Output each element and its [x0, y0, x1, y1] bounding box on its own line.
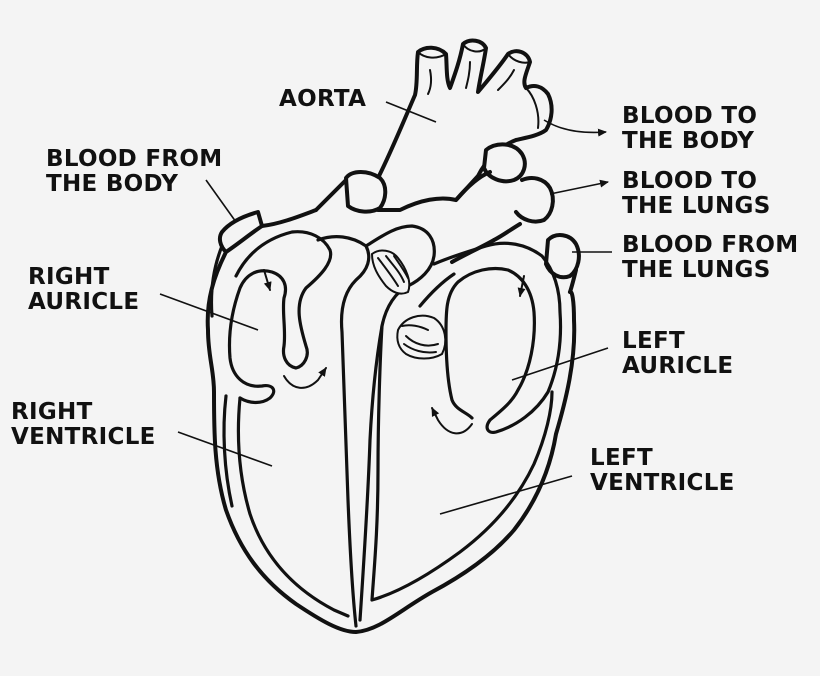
- label-right-auricle-line1: RIGHT: [28, 264, 110, 290]
- leader-right-auricle: [159, 293, 259, 331]
- label-aorta: AORTA: [279, 87, 366, 112]
- label-aorta-text: AORTA: [279, 86, 367, 112]
- label-left-ventricle-line2: VENTRICLE: [590, 470, 735, 496]
- label-blood-from-body-line2: THE BODY: [46, 171, 179, 197]
- heart-outer-wall: [205, 250, 577, 634]
- label-blood-from-body: BLOOD FROM THE BODY: [46, 147, 222, 197]
- label-left-auricle-line2: AURICLE: [622, 353, 734, 379]
- pulmonary-artery-vessel: [454, 142, 555, 242]
- leader-left-ventricle: [439, 475, 573, 515]
- label-blood-from-lungs-line1: BLOOD FROM: [622, 232, 799, 258]
- arrow-blood-to-body: [543, 119, 607, 137]
- label-blood-to-lungs-line2: THE LUNGS: [622, 193, 771, 219]
- label-blood-to-body-line1: BLOOD TO: [622, 103, 758, 129]
- left-ventricle-chamber: [370, 324, 554, 602]
- aorta-vessel: [376, 38, 554, 212]
- leader-right-ventricle: [177, 431, 273, 467]
- label-left-ventricle: LEFT VENTRICLE: [590, 446, 735, 496]
- septum-wall: [316, 235, 371, 628]
- label-left-auricle-line1: LEFT: [622, 328, 685, 354]
- leader-aorta: [385, 101, 437, 123]
- label-left-ventricle-line1: LEFT: [590, 445, 653, 471]
- label-right-ventricle-line2: VENTRICLE: [11, 424, 156, 450]
- arrow-blood-to-lungs: [549, 179, 609, 195]
- left-auricle-chamber: [432, 241, 563, 434]
- label-blood-from-lungs: BLOOD FROM THE LUNGS: [622, 233, 798, 283]
- label-blood-from-body-line1: BLOOD FROM: [46, 146, 223, 172]
- label-blood-to-lungs: BLOOD TO THE LUNGS: [622, 169, 771, 219]
- right-auricle-chamber: [227, 230, 333, 405]
- label-right-ventricle: RIGHT VENTRICLE: [11, 400, 156, 450]
- label-blood-to-body-line2: THE BODY: [622, 128, 755, 154]
- label-blood-to-body: BLOOD TO THE BODY: [622, 104, 757, 154]
- pulmonary-vein-vessel: [544, 233, 581, 294]
- right-ventricle-chamber: [236, 396, 350, 618]
- mitral-valve: [396, 314, 447, 360]
- label-blood-from-lungs-line2: THE LUNGS: [622, 257, 771, 283]
- label-right-auricle-line2: AURICLE: [28, 289, 140, 315]
- tricuspid-valve: [370, 249, 411, 295]
- leader-blood-from-body: [205, 179, 237, 223]
- leader-lines: [159, 101, 612, 515]
- flow-arrows: [263, 269, 526, 435]
- label-blood-to-lungs-line1: BLOOD TO: [622, 168, 758, 194]
- leader-left-auricle: [511, 347, 609, 381]
- label-right-auricle: RIGHT AURICLE: [28, 265, 139, 315]
- label-left-auricle: LEFT AURICLE: [622, 329, 733, 379]
- vena-cava-vessel: [217, 170, 388, 254]
- label-right-ventricle-line1: RIGHT: [11, 399, 93, 425]
